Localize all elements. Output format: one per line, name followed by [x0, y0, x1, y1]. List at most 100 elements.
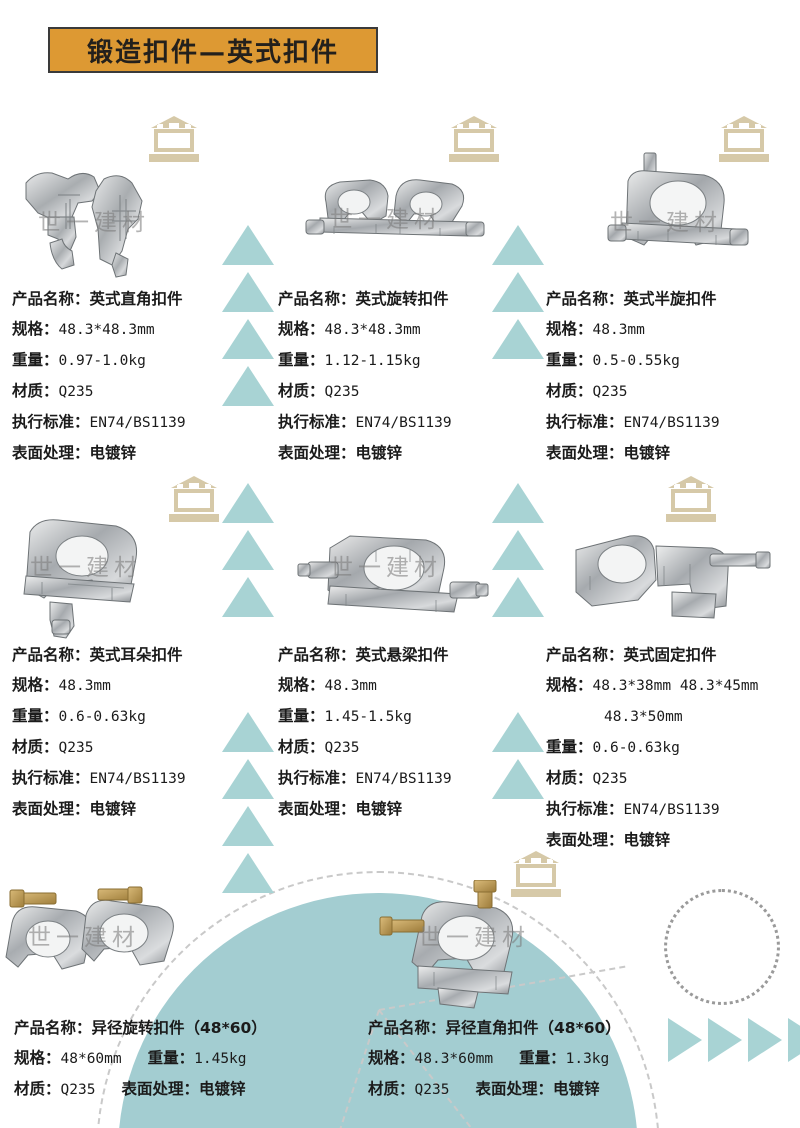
spec-label-weight: 重量：	[12, 351, 59, 369]
product-spec-swivel-coupler: 产品名称：英式旋转扣件 规格：48.3*48.3mm 重量：1.12-1.15k…	[278, 284, 452, 468]
spec-label-name: 产品名称：	[278, 646, 356, 664]
spec-label-surface: 表面处理：	[12, 800, 90, 818]
triangle-up-icon	[222, 366, 274, 406]
spec-label-material: 材质：	[546, 382, 593, 400]
spec-label-name: 产品名称：	[546, 290, 624, 308]
spec-value-standard: EN74/BS1139	[355, 415, 452, 431]
spec-size-row: 规格：48.3*48.3mm	[12, 314, 186, 345]
spec-size-row: 规格：48.3mm	[12, 670, 186, 701]
spec-label-surface: 表面处理：	[278, 444, 356, 462]
spec-standard-row: 执行标准：EN74/BS1139	[12, 407, 186, 438]
spec-label-material: 材质：	[278, 738, 325, 756]
spec-label-size: 规格：	[278, 676, 325, 694]
spec-value-name: 英式直角扣件	[89, 290, 183, 308]
spec-label-size: 规格：	[12, 320, 59, 338]
spec-value-surface: 电镀锌	[355, 800, 403, 818]
spec-weight-row: 重量：1.45-1.5kg	[278, 701, 452, 732]
spec-label-material: 材质：	[14, 1080, 61, 1098]
spec-value-size: 48.3*38mm 48.3*45mm	[592, 678, 759, 694]
triangle-up-icon	[222, 712, 274, 752]
spec-value-standard: EN74/BS1139	[623, 415, 720, 431]
spec-label-name: 产品名称：	[278, 290, 356, 308]
spec-value-name: 英式耳朵扣件	[89, 646, 183, 664]
spec-value-material: Q235	[324, 740, 360, 756]
page-header-banner: 锻造扣件—英式扣件	[48, 27, 378, 73]
spec-label-surface: 表面处理：	[546, 444, 624, 462]
spec-value-standard: EN74/BS1139	[89, 415, 186, 431]
spec-value-surface: 电镀锌	[89, 800, 137, 818]
spec-value-weight: 0.97-1.0kg	[58, 353, 146, 369]
triangle-up-icon	[222, 530, 274, 570]
spec-value-material: Q235	[324, 384, 360, 400]
spec-standard-row: 执行标准：EN74/BS1139	[546, 794, 758, 825]
spec-label-weight: 重量：	[147, 1049, 195, 1067]
product-spec-fixed-coupler: 产品名称：英式固定扣件 规格：48.3*38mm 48.3*45mm 48.3*…	[546, 640, 758, 855]
spec-value-weight: 1.12-1.15kg	[324, 353, 421, 369]
spec-label-material: 材质：	[278, 382, 325, 400]
spec-value-name: 英式悬梁扣件	[355, 646, 449, 664]
triangle-up-icon	[222, 806, 274, 846]
spec-value-surface: 电镀锌	[623, 444, 671, 462]
spec-value-weight: 1.45kg	[194, 1051, 247, 1067]
spec-material-surface-row: 材质：Q235 表面处理：电镀锌	[14, 1074, 267, 1105]
product-spec-half-swivel-coupler: 产品名称：英式半旋扣件 规格：48.3mm 重量：0.5-0.55kg 材质：Q…	[546, 284, 720, 468]
product-photo-putlog-coupler	[12, 510, 192, 640]
spec-value-weight: 0.6-0.63kg	[58, 709, 146, 725]
spec-value-surface: 电镀锌	[198, 1080, 246, 1098]
brand-watermark: 世一建材	[330, 207, 442, 233]
brand-watermark: 世一建材	[30, 555, 142, 581]
spec-surface-row: 表面处理：电镀锌	[12, 438, 186, 468]
spec-value-surface: 电镀锌	[89, 444, 137, 462]
spec-material-row: 材质：Q235	[278, 376, 452, 407]
product-spec-putlog-coupler: 产品名称：英式耳朵扣件 规格：48.3mm 重量：0.6-0.63kg 材质：Q…	[12, 640, 186, 824]
triangle-right-icon	[788, 1018, 800, 1062]
spec-weight-row: 重量：1.12-1.15kg	[278, 345, 452, 376]
spec-value-name: 英式旋转扣件	[355, 290, 449, 308]
spec-name-row: 产品名称：英式固定扣件	[546, 640, 758, 670]
spec-material-row: 材质：Q235	[278, 732, 452, 763]
spec-label-weight: 重量：	[546, 351, 593, 369]
spec-name-row: 产品名称：英式悬梁扣件	[278, 640, 452, 670]
spec-value-material: Q235	[414, 1082, 450, 1098]
spec-name-row: 产品名称：英式直角扣件	[12, 284, 186, 314]
spec-value-size: 48.3mm	[324, 678, 377, 694]
triangle-right-icon	[748, 1018, 782, 1062]
spec-value-name: 英式半旋扣件	[623, 290, 717, 308]
spec-label-standard: 执行标准：	[278, 769, 356, 787]
spec-surface-row: 表面处理：电镀锌	[278, 794, 452, 824]
triangle-right-icon	[708, 1018, 742, 1062]
triangle-up-icon	[492, 759, 544, 799]
spec-value-material: Q235	[60, 1082, 96, 1098]
spec-label-size: 规格：	[14, 1049, 61, 1067]
triangle-up-icon	[492, 530, 544, 570]
spec-label-weight: 重量：	[12, 707, 59, 725]
spec-standard-row: 执行标准：EN74/BS1139	[278, 407, 452, 438]
dotted-circle-decoration	[664, 889, 780, 1005]
spec-value-surface: 电镀锌	[355, 444, 403, 462]
spec-name-row: 产品名称：异径旋转扣件（48*60）	[14, 1013, 267, 1043]
spec-surface-row: 表面处理：电镀锌	[546, 825, 758, 855]
spec-surface-row: 表面处理：电镀锌	[546, 438, 720, 468]
spec-surface-row: 表面处理：电镀锌	[12, 794, 186, 824]
spec-standard-row: 执行标准：EN74/BS1139	[278, 763, 452, 794]
spec-label-size: 规格：	[546, 320, 593, 338]
triangle-up-icon	[492, 319, 544, 359]
spec-label-surface: 表面处理：	[121, 1080, 199, 1098]
spec-standard-row: 执行标准：EN74/BS1139	[546, 407, 720, 438]
triangle-up-icon	[222, 272, 274, 312]
triangle-up-icon	[492, 712, 544, 752]
spec-label-standard: 执行标准：	[546, 413, 624, 431]
spec-label-name: 产品名称：	[12, 290, 90, 308]
spec-material-row: 材质：Q235	[546, 376, 720, 407]
gate-logo-icon	[666, 476, 716, 522]
spec-name-row: 产品名称：英式半旋扣件	[546, 284, 720, 314]
spec-surface-row: 表面处理：电镀锌	[278, 438, 452, 468]
spec-label-standard: 执行标准：	[12, 413, 90, 431]
spec-material-row: 材质：Q235	[12, 376, 186, 407]
triangle-up-icon	[222, 759, 274, 799]
spec-value-name: 英式固定扣件	[623, 646, 717, 664]
